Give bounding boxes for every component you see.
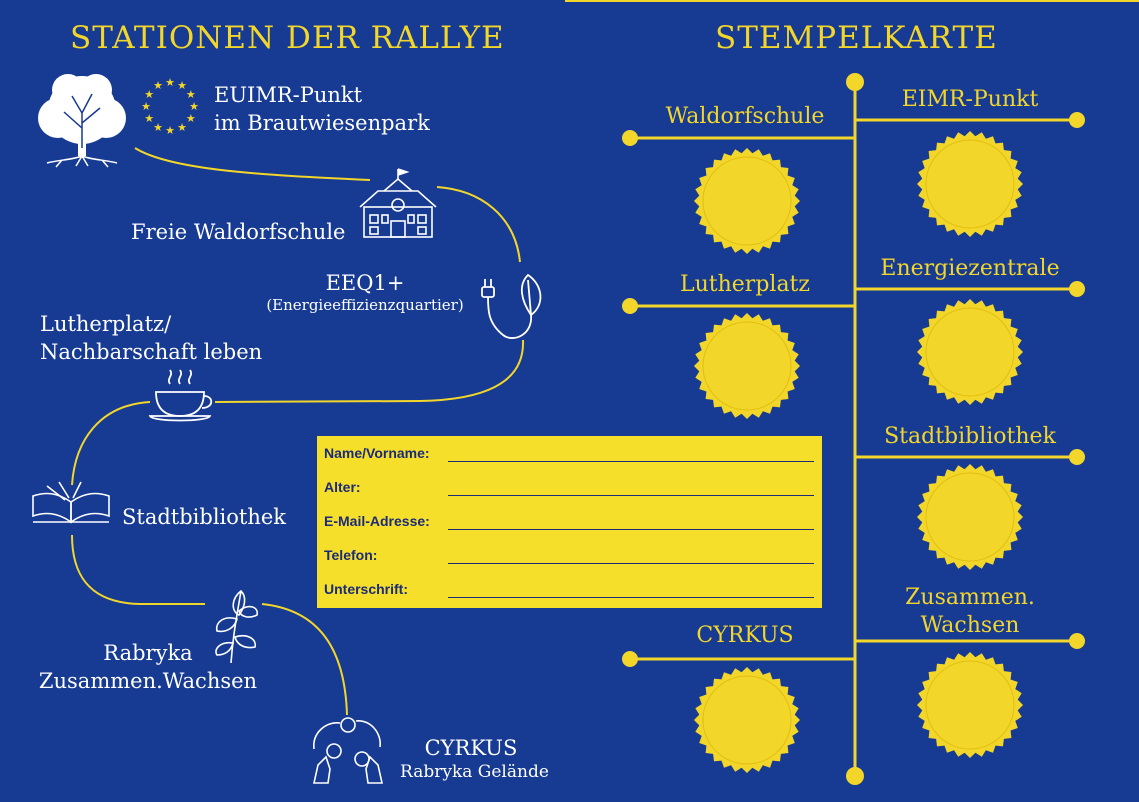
station-euimr-line1: EUIMR-Punkt xyxy=(214,83,363,107)
eu-star-icon: ★ xyxy=(153,121,163,134)
station-cyrkus-line2: Rabryka Gelände xyxy=(400,762,549,782)
stamp-label-stadtbibliothek: Stadtbibliothek xyxy=(884,424,1056,449)
stamp-seal-lutherplatz-ring xyxy=(702,321,792,411)
stamp-seal-waldorfschule xyxy=(694,148,800,254)
stamp-seal-eimr xyxy=(917,131,1023,237)
stamp-label-zusammen: Zusammen. Wachsen xyxy=(870,584,1070,640)
stamp-seal-stadtbibliothek xyxy=(917,464,1023,570)
form-line-name[interactable] xyxy=(448,461,814,462)
plant-icon xyxy=(215,589,259,664)
stamp-seal-stadtbibliothek-ring xyxy=(925,472,1015,562)
stamp-seal-zusammen-ring xyxy=(925,660,1015,750)
form-label-unterschrift: Unterschrift: xyxy=(324,581,409,597)
eu-star-icon: ★ xyxy=(189,100,199,113)
station-luther-line1: Lutherplatz/ xyxy=(40,312,172,336)
school-icon xyxy=(359,168,437,238)
plug-leaf-icon xyxy=(481,273,542,339)
form-label-name: Name/Vorname: xyxy=(324,445,430,461)
stamp-label-zusammen-line2: Wachsen xyxy=(920,613,1020,638)
station-eeq: EEQ1+ (Energieeffizienzquartier) xyxy=(258,270,472,314)
stamp-seal-energiezentrale-ring xyxy=(925,307,1015,397)
station-luther: Lutherplatz/ Nachbarschaft leben xyxy=(40,310,262,366)
form-row-name[interactable]: Name/Vorname: xyxy=(324,445,814,465)
eu-star-icon: ★ xyxy=(186,88,196,101)
stamp-label-zusammen-line1: Zusammen. xyxy=(905,585,1035,610)
eu-star-icon: ★ xyxy=(177,121,187,134)
station-rabryka: Rabryka Zusammen.Wachsen xyxy=(35,639,261,695)
stamp-seal-waldorfschule-ring xyxy=(702,156,792,246)
form-row-email[interactable]: E-Mail-Adresse: xyxy=(324,513,814,533)
eu-star-icon: ★ xyxy=(144,112,154,125)
station-waldorf-line1: Freie Waldorfschule xyxy=(131,220,346,244)
form-line-alter[interactable] xyxy=(448,495,814,496)
form-label-alter: Alter: xyxy=(324,479,361,495)
stamp-seal-cyrkus xyxy=(694,667,800,773)
eu-star-icon: ★ xyxy=(144,88,154,101)
eu-stars-icon: ★★★★★★★★★★★★ xyxy=(141,76,199,137)
station-cyrkus: CYRKUS Rabryka Gelände xyxy=(400,736,549,784)
stamp-label-cyrkus: CYRKUS xyxy=(696,623,794,648)
tree-icon xyxy=(38,74,126,168)
station-waldorf: Freie Waldorfschule xyxy=(131,218,345,246)
route-path xyxy=(71,147,525,716)
form-line-telefon[interactable] xyxy=(448,563,814,564)
form-row-alter[interactable]: Alter: xyxy=(324,479,814,499)
eu-star-icon: ★ xyxy=(165,124,175,137)
stamp-seal-energiezentrale xyxy=(917,299,1023,405)
form-row-unterschrift[interactable]: Unterschrift: xyxy=(324,581,814,601)
eu-star-icon: ★ xyxy=(177,79,187,92)
juggling-icon xyxy=(313,717,383,784)
stamp-timeline xyxy=(622,73,1085,785)
eu-star-icon: ★ xyxy=(153,79,163,92)
stempelkarte-title: STEMPELKARTE xyxy=(715,20,998,56)
eu-star-icon: ★ xyxy=(141,100,151,113)
stamp-label-eimr: EIMR-Punkt xyxy=(901,87,1039,112)
station-luther-line2: Nachbarschaft leben xyxy=(40,340,263,364)
station-rabryka-line1: Rabryka xyxy=(103,641,193,665)
stamp-label-energiezentrale: Energiezentrale xyxy=(880,256,1060,281)
stamp-seal-lutherplatz xyxy=(694,313,800,419)
eu-star-icon: ★ xyxy=(165,76,175,89)
stations-title: STATIONEN DER RALLYE xyxy=(70,20,505,56)
station-euimr: EUIMR-Punkt im Brautwiesenpark xyxy=(214,81,430,137)
stamp-label-waldorfschule: Waldorfschule xyxy=(665,104,825,129)
station-eeq-line2: (Energieeffizienzquartier) xyxy=(266,296,464,314)
stamp-seal-cyrkus-ring xyxy=(702,675,792,765)
stamp-seal-zusammen xyxy=(917,652,1023,758)
coffee-cup-icon xyxy=(148,369,213,422)
form-line-email[interactable] xyxy=(448,529,814,530)
form-label-telefon: Telefon: xyxy=(324,547,378,563)
station-rabryka-line2: Zusammen.Wachsen xyxy=(38,669,258,693)
station-bib-line1: Stadtbibliothek xyxy=(122,505,287,529)
book-icon xyxy=(32,481,110,524)
eu-star-icon: ★ xyxy=(186,112,196,125)
station-bib: Stadtbibliothek xyxy=(122,503,286,531)
station-cyrkus-line1: CYRKUS xyxy=(424,736,518,760)
form-label-email: E-Mail-Adresse: xyxy=(324,513,430,529)
form-row-telefon[interactable]: Telefon: xyxy=(324,547,814,567)
station-euimr-line2: im Brautwiesenpark xyxy=(214,111,430,135)
participant-form: Name/Vorname: Alter: E-Mail-Adresse: Tel… xyxy=(317,436,822,608)
stamp-label-lutherplatz: Lutherplatz xyxy=(680,272,810,297)
form-line-unterschrift[interactable] xyxy=(448,597,814,598)
stamp-seal-eimr-ring xyxy=(925,139,1015,229)
station-eeq-line1: EEQ1+ xyxy=(325,271,405,295)
